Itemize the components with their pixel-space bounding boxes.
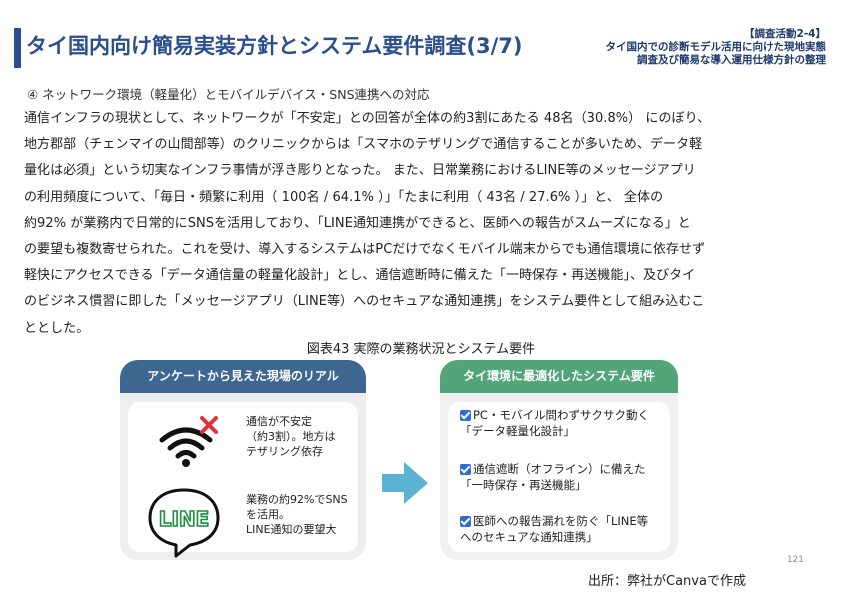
checkbox-checked-icon — [460, 464, 471, 476]
activity-tag-line3: 調査及び簡易な導入運用仕様方針の整理 — [637, 54, 826, 66]
right-arrow-icon — [382, 462, 428, 504]
body-line: 約92% が業務内で日常的にSNSを活用しており、「LINE通知連携ができると、… — [24, 215, 691, 231]
checkbox-checked-icon — [460, 410, 471, 422]
system-requirements-heading: タイ環境に最適化したシステム要件 — [440, 360, 678, 393]
title-accent-bar — [14, 28, 21, 68]
unstable-network-note: 通信が不安定 （約3割）。地方は テザリング依存 — [246, 415, 336, 458]
body-line: 量化は必須」という切実なインフラ事情が浮き彫りとなった。 また、日常業務における… — [24, 163, 696, 179]
body-line: のビジネス慣習に即した「メッセージアプリ（LINE等）へのセキュアな通知連携」を… — [24, 294, 705, 310]
system-requirements-card: タイ環境に最適化したシステム要件 PC・モバイル問わずサクサク動く 「データ軽量… — [440, 360, 678, 560]
x-mark-icon — [200, 416, 218, 434]
requirement-line: 医師への報告漏れを防ぐ「LINE等 — [473, 514, 649, 528]
body-line: の利用頻度について、「毎日・頻繁に利用（ 100名 / 64.1% ）」「たまに… — [24, 189, 664, 205]
activity-tag-line2: タイ国内での診断モデル活用に向けた現地実態 — [605, 41, 827, 53]
requirement-item: 医師への報告漏れを防ぐ「LINE等 へのセキュアな通知連携」 — [460, 514, 664, 545]
requirement-line: 「データ軽量化設計」 — [460, 423, 575, 438]
requirement-line: PC・モバイル問わずサクサク動く — [473, 408, 649, 422]
section-heading: ④ ネットワーク環境（軽量化）とモバイルデバイス・SNS連携への対応 — [27, 87, 430, 102]
requirement-line: 通信遮断（オフライン）に備えた — [473, 462, 646, 476]
system-requirements-body: PC・モバイル問わずサクサク動く 「データ軽量化設計」 通信遮断（オフライン）に… — [448, 402, 670, 552]
body-text: 通信インフラの現状として、ネットワークが「不安定」との回答が全体の約3割にあたる… — [24, 106, 816, 342]
checkbox-checked-icon — [460, 516, 471, 528]
figure-title: 図表43 実際の業務状況とシステム要件 — [306, 342, 536, 357]
line-logo-text: LINE — [159, 507, 210, 531]
survey-reality-card: アンケートから見えた現場のリアル 通信が不安定 （約3割）。地方は テザリング依… — [120, 360, 366, 560]
requirement-item: 通信遮断（オフライン）に備えた 「一時保存・再送機能」 — [460, 462, 664, 493]
source-note: 出所：弊社がCanvaで作成 — [588, 574, 746, 589]
line-logo-icon: LINE — [148, 488, 220, 558]
body-line: 通信インフラの現状として、ネットワークが「不安定」との回答が全体の約3割にあたる… — [24, 111, 711, 126]
sns-usage-note: 業務の約92%でSNS を活用。 LINE通知の要望大 — [246, 493, 348, 536]
requirement-line: へのセキュアな通知連携」 — [460, 529, 598, 544]
requirement-item: PC・モバイル問わずサクサク動く 「データ軽量化設計」 — [460, 408, 664, 439]
page-number: 121 — [786, 555, 804, 565]
body-line: ととした。 — [24, 320, 90, 336]
wifi-icon — [159, 416, 218, 467]
body-line: 軽快にアクセスできる「データ通信量の軽量化設計」とし、通信遮断時に備えた「一時保… — [24, 268, 696, 284]
activity-tag-line1: 【調査活動2-4】 — [744, 28, 826, 40]
survey-reality-heading: アンケートから見えた現場のリアル — [120, 360, 366, 393]
body-line: の要望も複数寄せられた。これを受け、導入するシステムはPCだけでなくモバイル端末… — [24, 242, 706, 258]
requirement-line: 「一時保存・再送機能」 — [460, 477, 587, 492]
activity-tag: 【調査活動2-4】 タイ国内での診断モデル活用に向けた現地実態 調査及び簡易な導… — [606, 28, 827, 67]
body-line: 地方郡部（チェンマイの山間部等）のクリニックからは「スマホのテザリングで通信する… — [24, 137, 703, 153]
survey-reality-body: 通信が不安定 （約3割）。地方は テザリング依存 LINE 業務の約92%でSN… — [128, 402, 358, 558]
page-title: タイ国内向け簡易実装方針とシステム要件調査(3/7) — [26, 34, 523, 58]
